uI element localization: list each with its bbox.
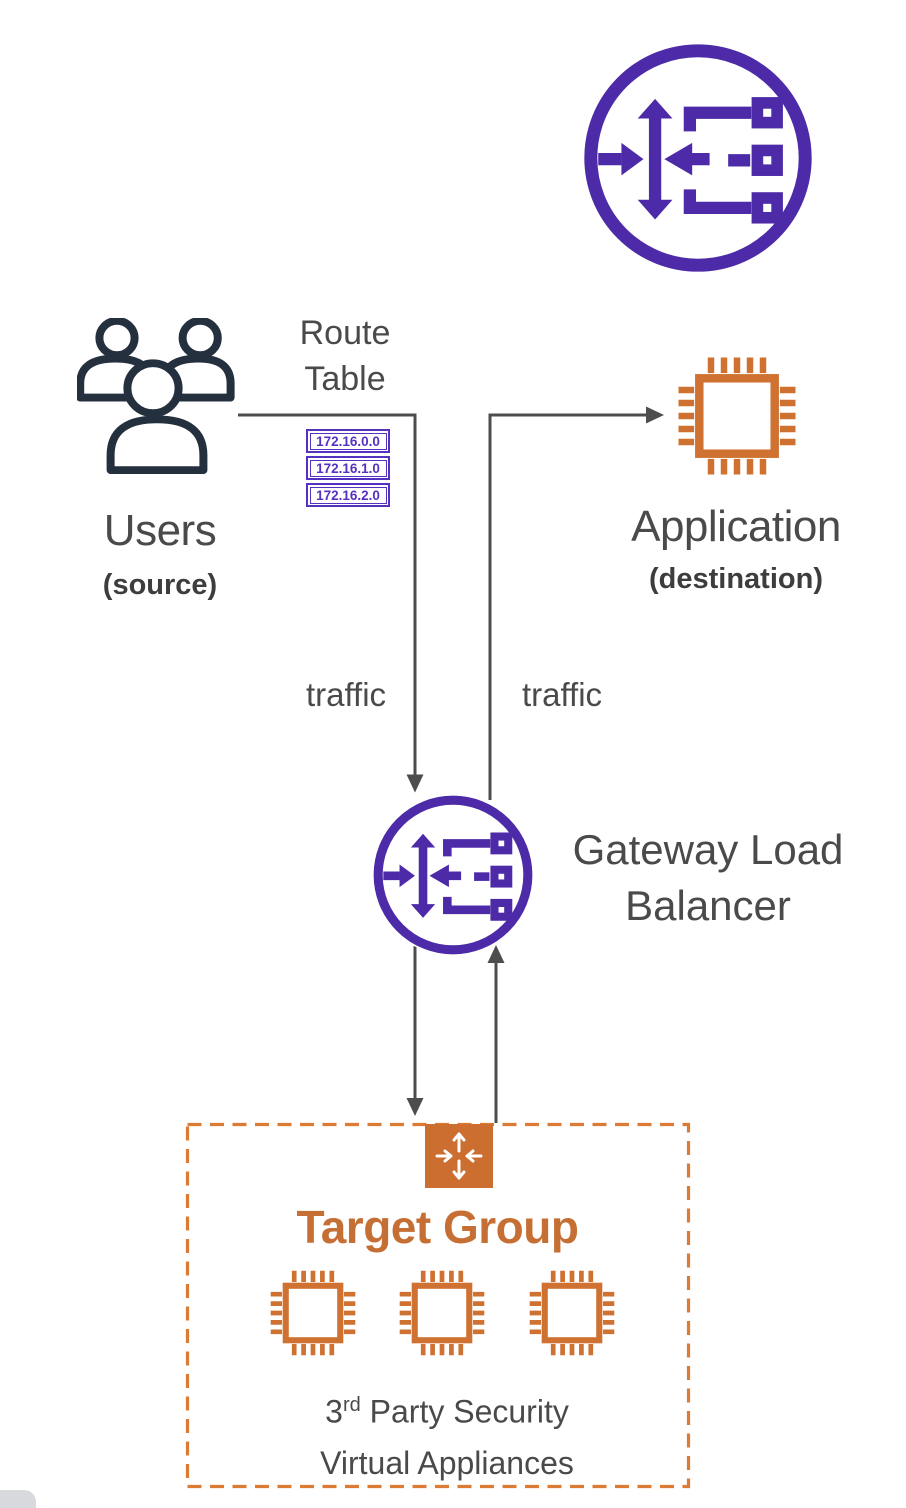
route-table-entry-value: 172.16.0.0 — [309, 432, 387, 450]
traffic-label-up: traffic — [521, 676, 603, 713]
users-sublabel: (source) — [102, 569, 218, 601]
route-table: 172.16.0.0 172.16.1.0 172.16.2.0 — [306, 429, 390, 510]
caption-prefix: 3 — [325, 1393, 343, 1430]
route-table-entry-value: 172.16.1.0 — [309, 459, 387, 477]
route-table-label: Route Table — [299, 314, 391, 398]
gateway-load-balancer-icon — [372, 794, 534, 956]
route-table-entry: 172.16.0.0 — [306, 429, 390, 453]
application-label: Application — [631, 502, 841, 551]
gwlb-to-target-group-arrow — [406, 946, 424, 1116]
target-group-caption: 3rd Party Security Virtual Appliances — [227, 1380, 667, 1489]
gateway-load-balancer-label: Gateway Load Balancer — [572, 826, 844, 929]
target-group-title: Target Group — [296, 1201, 579, 1253]
target-group-caption-line2: Virtual Appliances — [320, 1444, 574, 1481]
route-table-entry-value: 172.16.2.0 — [309, 486, 387, 504]
users-icon — [77, 318, 237, 474]
corner-artifact — [0, 1490, 36, 1508]
users-to-gwlb-arrow — [238, 413, 424, 793]
route-table-entry: 172.16.1.0 — [306, 456, 390, 480]
gwlb-to-application-arrow — [488, 406, 664, 800]
target-group-converging-arrows-icon — [425, 1124, 493, 1188]
gateway-load-balancer-badge-icon — [582, 42, 814, 274]
caption-rest: Party Security — [360, 1393, 569, 1430]
appliance-chip-icon — [395, 1266, 489, 1360]
traffic-label-down: traffic — [305, 676, 387, 713]
target-group-caption-line1: 3rd Party Security — [227, 1380, 667, 1438]
appliance-chip-icon — [266, 1266, 360, 1360]
application-chip-icon — [672, 351, 802, 481]
application-sublabel: (destination) — [649, 563, 823, 595]
caption-ordinal: rd — [342, 1394, 361, 1416]
target-group-to-gwlb-arrow — [487, 945, 505, 1123]
users-label: Users — [103, 506, 217, 555]
route-table-entry: 172.16.2.0 — [306, 483, 390, 507]
appliance-chip-icon — [525, 1266, 619, 1360]
